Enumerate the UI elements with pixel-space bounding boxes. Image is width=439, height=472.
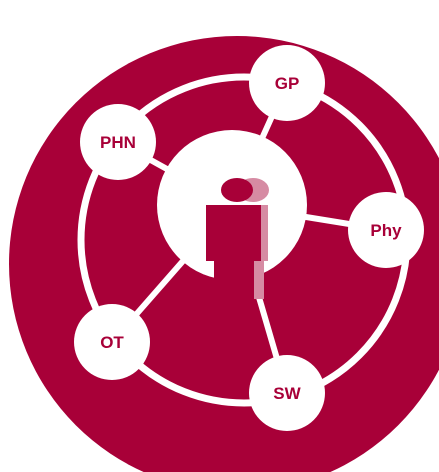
- node-sw: SW: [249, 355, 325, 431]
- node-label-phy: Phy: [370, 221, 402, 240]
- person-icon: [206, 178, 269, 299]
- person-legs: [214, 261, 254, 299]
- node-label-gp: GP: [275, 74, 300, 93]
- node-phy: Phy: [348, 192, 424, 268]
- node-ot: OT: [74, 304, 150, 380]
- person-head: [221, 178, 253, 202]
- node-label-sw: SW: [273, 384, 301, 403]
- person-torso: [206, 205, 261, 261]
- node-gp: GP: [249, 45, 325, 121]
- person-shadow-legs: [254, 261, 264, 299]
- node-label-phn: PHN: [100, 133, 136, 152]
- node-label-ot: OT: [100, 333, 124, 352]
- node-phn: PHN: [80, 104, 156, 180]
